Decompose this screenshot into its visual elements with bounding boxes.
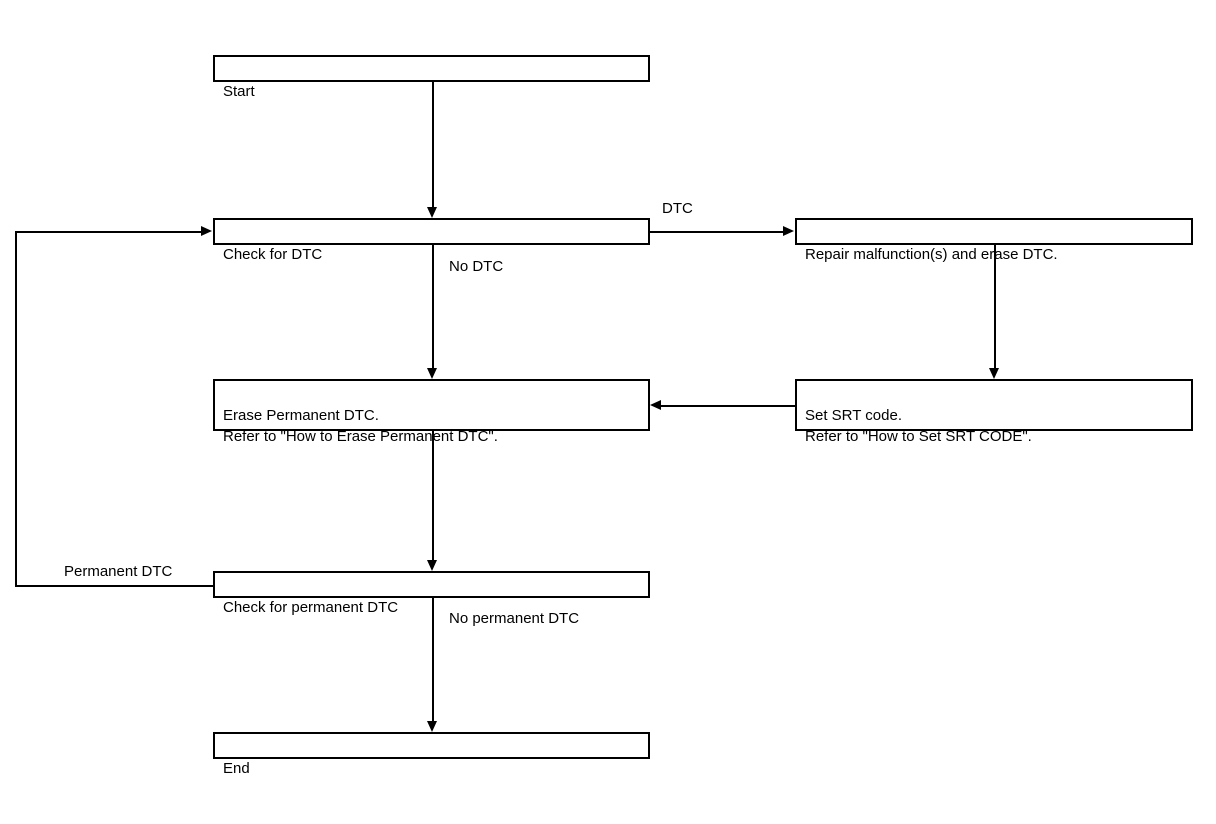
node-set-srt-code[interactable]: Set SRT code. Refer to "How to Set SRT C…: [795, 379, 1193, 445]
node-set-srt-code-label: Set SRT code. Refer to "How to Set SRT C…: [805, 407, 1032, 445]
connector-start-to-check-dtc: [432, 82, 434, 208]
node-check-for-dtc[interactable]: Check for DTC: [213, 218, 650, 263]
node-erase-permanent-dtc-label: Erase Permanent DTC. Refer to "How to Er…: [223, 407, 498, 445]
arrowhead-check-dtc-to-repair: [783, 226, 794, 236]
connector-set-srt-to-erase-permanent: [661, 405, 795, 407]
connector-check-dtc-to-erase-permanent: [432, 245, 434, 369]
edge-label-no-dtc: No DTC: [447, 258, 506, 275]
arrowhead-erase-permanent-to-check-permanent: [427, 560, 437, 571]
connector-erase-permanent-to-check-permanent: [432, 431, 434, 561]
edge-label-dtc: DTC: [660, 200, 695, 217]
arrowhead-feedback-to-check-dtc: [201, 226, 212, 236]
edge-label-permanent-dtc: Permanent DTC: [62, 563, 175, 580]
arrowhead-set-srt-to-erase-permanent: [650, 400, 661, 410]
connector-feedback-left: [15, 231, 17, 587]
node-check-for-permanent-dtc[interactable]: Check for permanent DTC: [213, 571, 650, 616]
connector-feedback-bottom: [15, 585, 215, 587]
node-erase-permanent-dtc[interactable]: Erase Permanent DTC. Refer to "How to Er…: [213, 379, 650, 445]
node-start-label: Start: [223, 83, 255, 100]
connector-feedback-top: [15, 231, 202, 233]
connector-check-dtc-to-repair: [650, 231, 784, 233]
arrowhead-check-dtc-to-erase-permanent: [427, 368, 437, 379]
arrowhead-check-permanent-to-end: [427, 721, 437, 732]
node-repair-malfunctions[interactable]: Repair malfunction(s) and erase DTC.: [795, 218, 1193, 263]
node-start[interactable]: Start: [213, 55, 650, 100]
edge-label-no-permanent-dtc: No permanent DTC: [447, 610, 582, 627]
connector-check-permanent-to-end: [432, 598, 434, 722]
node-end-label: End: [223, 760, 250, 777]
node-check-for-permanent-dtc-label: Check for permanent DTC: [223, 599, 399, 616]
node-end[interactable]: End: [213, 732, 650, 777]
arrowhead-repair-to-set-srt: [989, 368, 999, 379]
node-check-for-dtc-label: Check for DTC: [223, 246, 323, 263]
arrowhead-start-to-check-dtc: [427, 207, 437, 218]
connector-repair-to-set-srt: [994, 245, 996, 369]
node-repair-malfunctions-label: Repair malfunction(s) and erase DTC.: [805, 246, 1058, 263]
